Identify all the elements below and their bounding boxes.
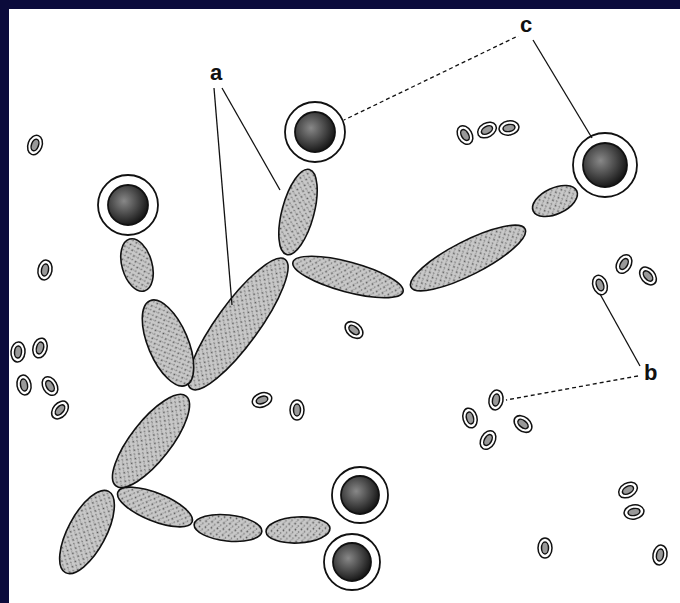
pseudohyphae <box>49 165 583 581</box>
chlamydospores <box>98 102 637 590</box>
ground <box>9 9 680 603</box>
callout-letter: c <box>518 14 534 36</box>
callout-letter: a <box>208 62 224 84</box>
blastospores <box>10 119 668 566</box>
leader-lines <box>214 34 640 400</box>
callout-letter: b <box>642 362 659 384</box>
